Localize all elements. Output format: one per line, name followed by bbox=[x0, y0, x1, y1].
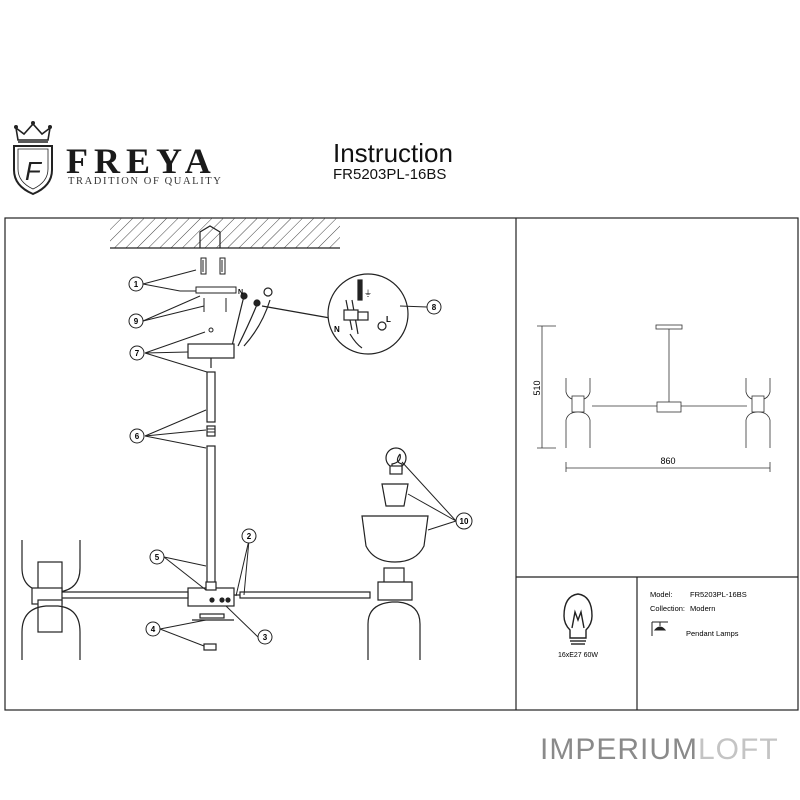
freya-logo-icon: F bbox=[13, 121, 53, 196]
downrod-lower bbox=[206, 445, 216, 585]
coupling bbox=[206, 425, 216, 437]
wiring-detail bbox=[327, 273, 409, 355]
right-lamp bbox=[361, 447, 429, 660]
callout-4: 4 bbox=[145, 621, 161, 637]
leader-lines bbox=[142, 269, 457, 647]
callout-7: 7 bbox=[129, 345, 145, 361]
brand-tagline: TRADITION OF QUALITY bbox=[68, 176, 223, 187]
wires bbox=[231, 287, 331, 347]
svg-text:3: 3 bbox=[263, 633, 268, 642]
hub bbox=[187, 581, 235, 651]
watermark-part1: IMPERIUM bbox=[540, 733, 698, 766]
svg-text:4: 4 bbox=[151, 625, 156, 634]
callout-5: 5 bbox=[149, 549, 165, 565]
svg-text:10: 10 bbox=[460, 517, 469, 526]
svg-text:2: 2 bbox=[247, 532, 252, 541]
callout-9: 9 bbox=[128, 313, 144, 329]
bulb-spec: 16xE27 60W bbox=[558, 652, 598, 659]
collection-value: Modern bbox=[690, 604, 715, 613]
dim-width: 860 bbox=[660, 456, 675, 466]
callout-3: 3 bbox=[257, 629, 273, 645]
svg-text:1: 1 bbox=[134, 280, 139, 289]
svg-text:8: 8 bbox=[432, 303, 437, 312]
brand-name: FREYA bbox=[66, 141, 217, 181]
svg-text:F: F bbox=[25, 156, 43, 186]
svg-text:7: 7 bbox=[135, 349, 140, 358]
collection-label: Collection: bbox=[650, 604, 685, 613]
pendant-lamp-icon bbox=[651, 621, 668, 636]
dimension-drawing bbox=[537, 324, 771, 472]
svg-text:9: 9 bbox=[134, 317, 139, 326]
diagram-frame bbox=[4, 217, 799, 711]
canopy bbox=[187, 343, 235, 368]
ceiling bbox=[110, 218, 340, 249]
page-title: Instruction bbox=[333, 138, 453, 168]
model-value: FR5203PL-16BS bbox=[690, 590, 747, 599]
model-code: FR5203PL-16BS bbox=[333, 166, 447, 183]
dim-height: 510 bbox=[532, 380, 542, 395]
wiring-l-label: L bbox=[386, 315, 391, 324]
wiring-earth-label: ⏚ bbox=[364, 289, 372, 298]
bulb-icon bbox=[563, 593, 593, 645]
svg-text:6: 6 bbox=[135, 432, 140, 441]
wiring-n-label: N bbox=[334, 325, 340, 334]
watermark-part2: LOFT bbox=[698, 733, 779, 766]
callouts: 1 9 7 6 8 5 2 4 3 10 bbox=[128, 276, 473, 645]
left-lamp bbox=[21, 540, 81, 660]
type-value: Pendant Lamps bbox=[686, 629, 739, 638]
terminal-n-label: N bbox=[238, 289, 243, 296]
callout-6: 6 bbox=[129, 428, 145, 444]
mounting-screws bbox=[180, 257, 237, 333]
callout-2: 2 bbox=[241, 528, 257, 544]
callout-10: 10 bbox=[455, 512, 473, 530]
downrod-upper bbox=[206, 371, 216, 423]
callout-8: 8 bbox=[426, 299, 442, 315]
model-label: Model: bbox=[650, 590, 673, 599]
watermark: IMPERIUMLOFT bbox=[540, 733, 779, 767]
svg-text:5: 5 bbox=[155, 553, 160, 562]
callout-1: 1 bbox=[128, 276, 144, 292]
